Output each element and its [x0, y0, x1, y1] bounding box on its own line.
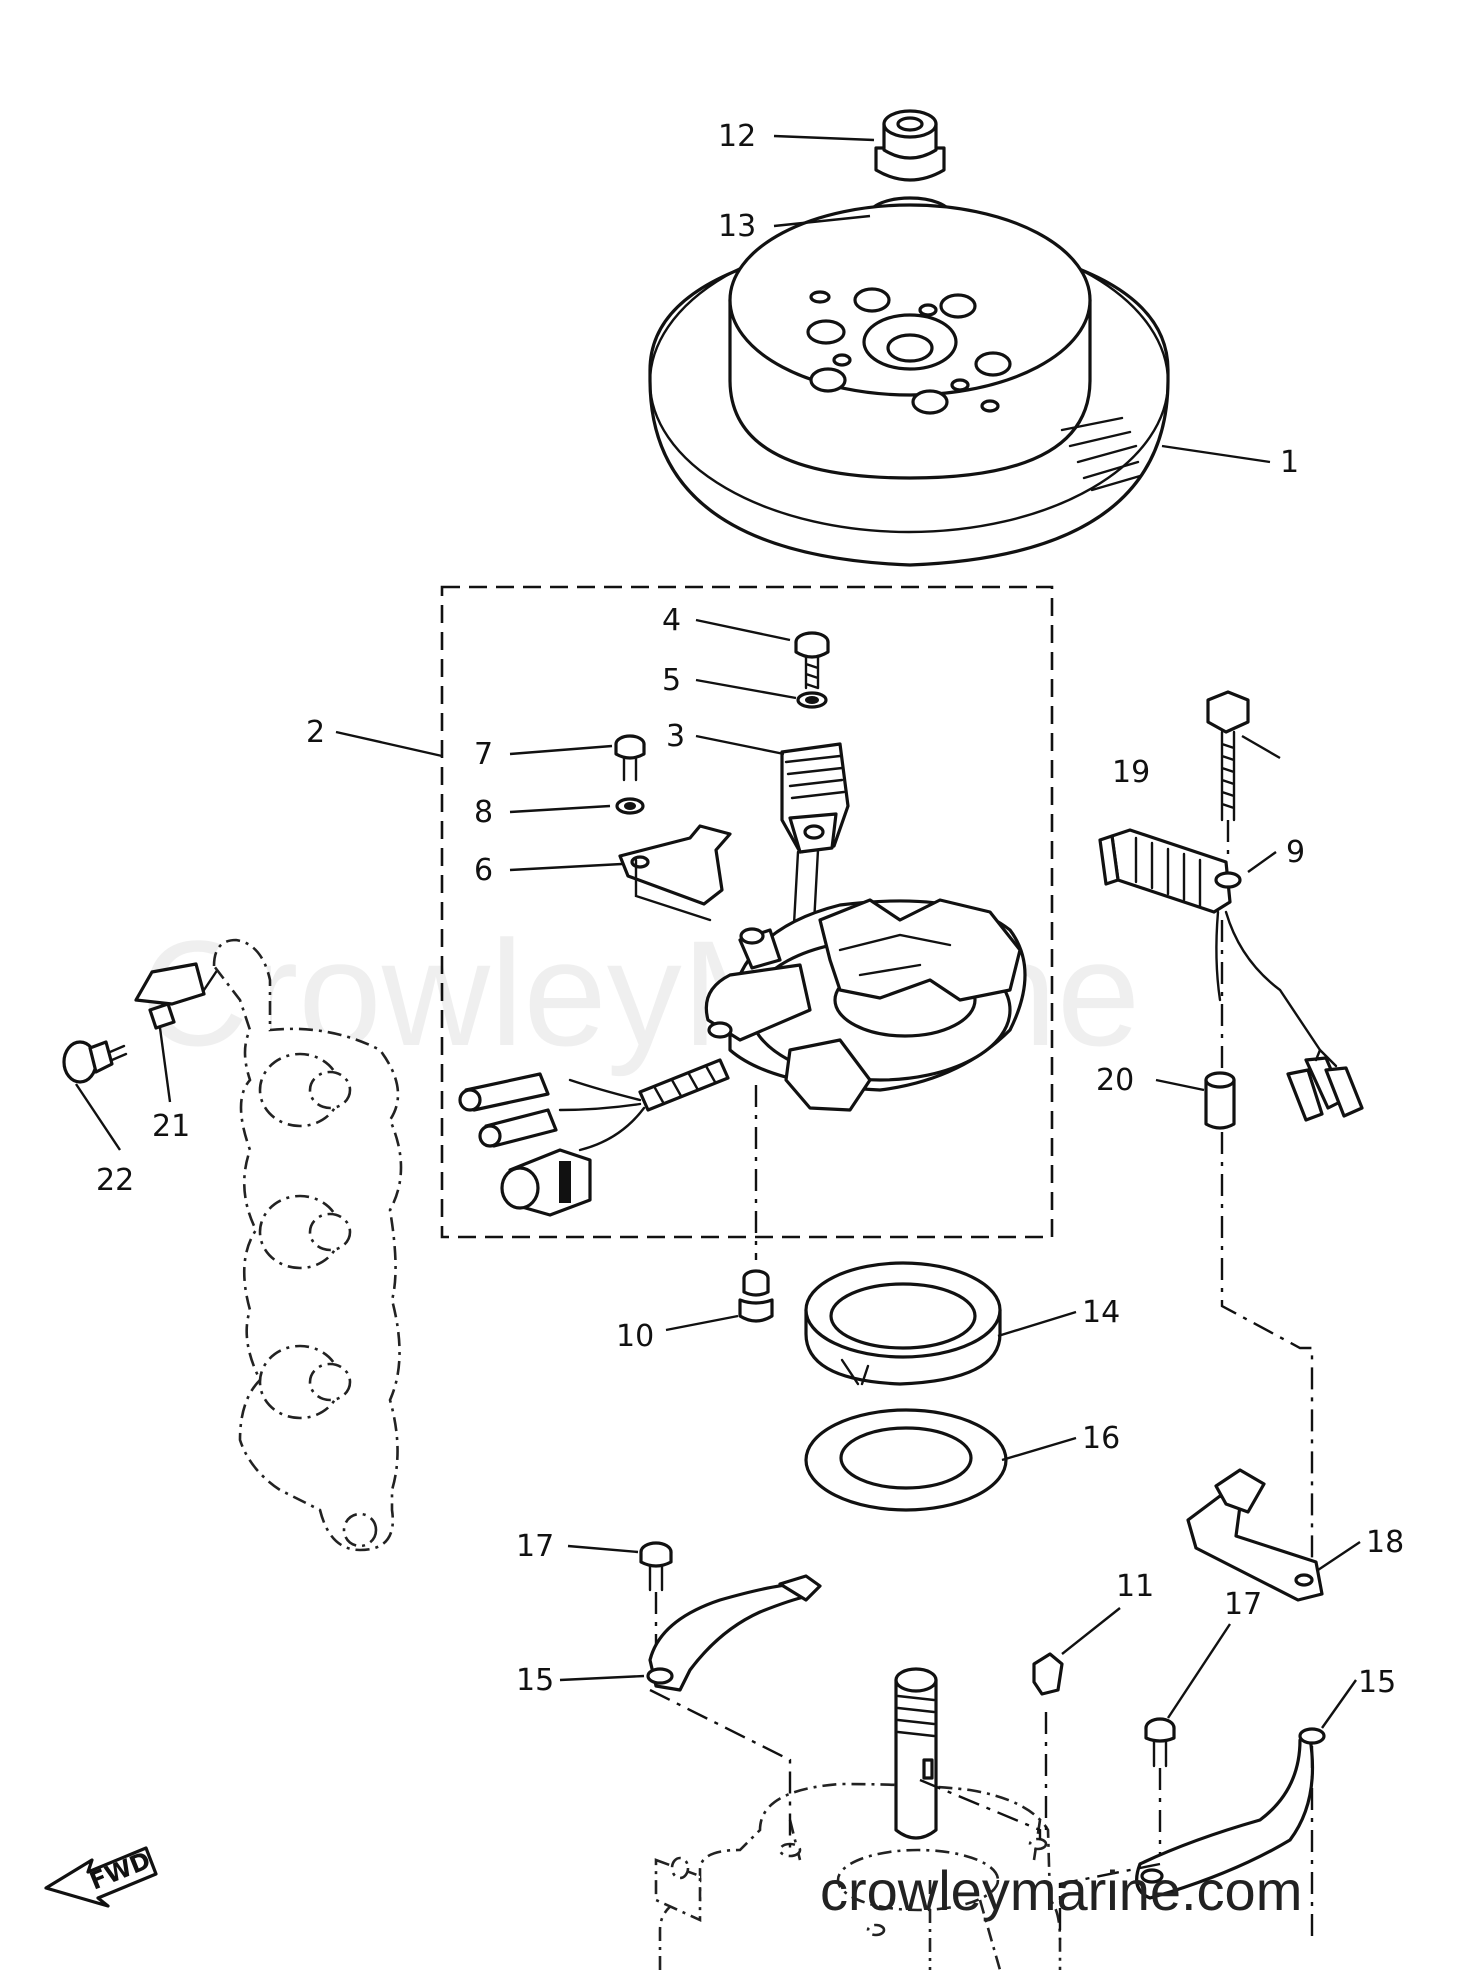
crankshaft [894, 1667, 938, 1840]
callout-16: 16 [1082, 1421, 1120, 1456]
plate-screw [614, 734, 646, 782]
callout-22: 22 [96, 1163, 134, 1198]
callout-5: 5 [662, 663, 681, 698]
callout-21: 21 [152, 1109, 190, 1144]
footer-url: crowleymarine.com [820, 1859, 1302, 1922]
callout-6: 6 [474, 853, 493, 888]
callout-12: 12 [718, 119, 756, 154]
cdi-collar [1204, 1071, 1236, 1130]
callout-19: 19 [1112, 755, 1150, 790]
callout-15-right: 15 [1358, 1665, 1396, 1700]
cdi-connectors [1286, 1048, 1364, 1122]
callout-8: 8 [474, 795, 493, 830]
callout-13: 13 [718, 209, 756, 244]
harness-bracket [1186, 1468, 1324, 1602]
callout-10: 10 [616, 1319, 654, 1354]
bracket-screw-right [1144, 1717, 1176, 1768]
coil-screw [794, 631, 830, 690]
callout-18: 18 [1366, 1525, 1404, 1560]
flywheel-nut [874, 109, 946, 182]
callout-17-right: 17 [1224, 1587, 1262, 1622]
callout-labels: 12 13 1 4 5 3 2 7 8 6 19 9 20 21 22 10 1… [96, 119, 1404, 1700]
callout-1: 1 [1280, 445, 1299, 480]
forward-direction-arrow: FWD [44, 1846, 158, 1908]
leader-lines [75, 134, 1361, 1729]
stator-harness [458, 1058, 730, 1217]
callout-2: 2 [306, 715, 325, 750]
cdi-bolt [1206, 690, 1250, 822]
callout-4: 4 [662, 603, 681, 638]
power-head-outline [654, 1782, 1062, 1971]
callout-17-left: 17 [516, 1529, 554, 1564]
base-screw [738, 1269, 774, 1323]
callout-7: 7 [474, 737, 493, 772]
clamp-screw [62, 1040, 128, 1084]
retainer-ring [804, 1261, 1002, 1386]
callout-14: 14 [1082, 1295, 1120, 1330]
callout-3: 3 [666, 719, 685, 754]
stator-bracket-left [646, 1574, 822, 1692]
callout-9: 9 [1286, 835, 1305, 870]
woodruff-key [1032, 1652, 1064, 1696]
stator-base [704, 898, 1027, 1112]
callout-11: 11 [1116, 1569, 1154, 1604]
flywheel [648, 203, 1170, 567]
cylinder-cover-outline [212, 938, 403, 1552]
bracket-screw-left [639, 1541, 673, 1592]
cdi-unit [1098, 828, 1322, 1052]
ignition-coil [780, 742, 850, 962]
callout-20: 20 [1096, 1063, 1134, 1098]
base-washer-ring [804, 1408, 1008, 1512]
callout-15-left: 15 [516, 1663, 554, 1698]
clamp-clip [134, 958, 226, 1030]
base-assembly-group-box [440, 585, 1054, 1239]
stator-bracket-right [1135, 1727, 1326, 1900]
